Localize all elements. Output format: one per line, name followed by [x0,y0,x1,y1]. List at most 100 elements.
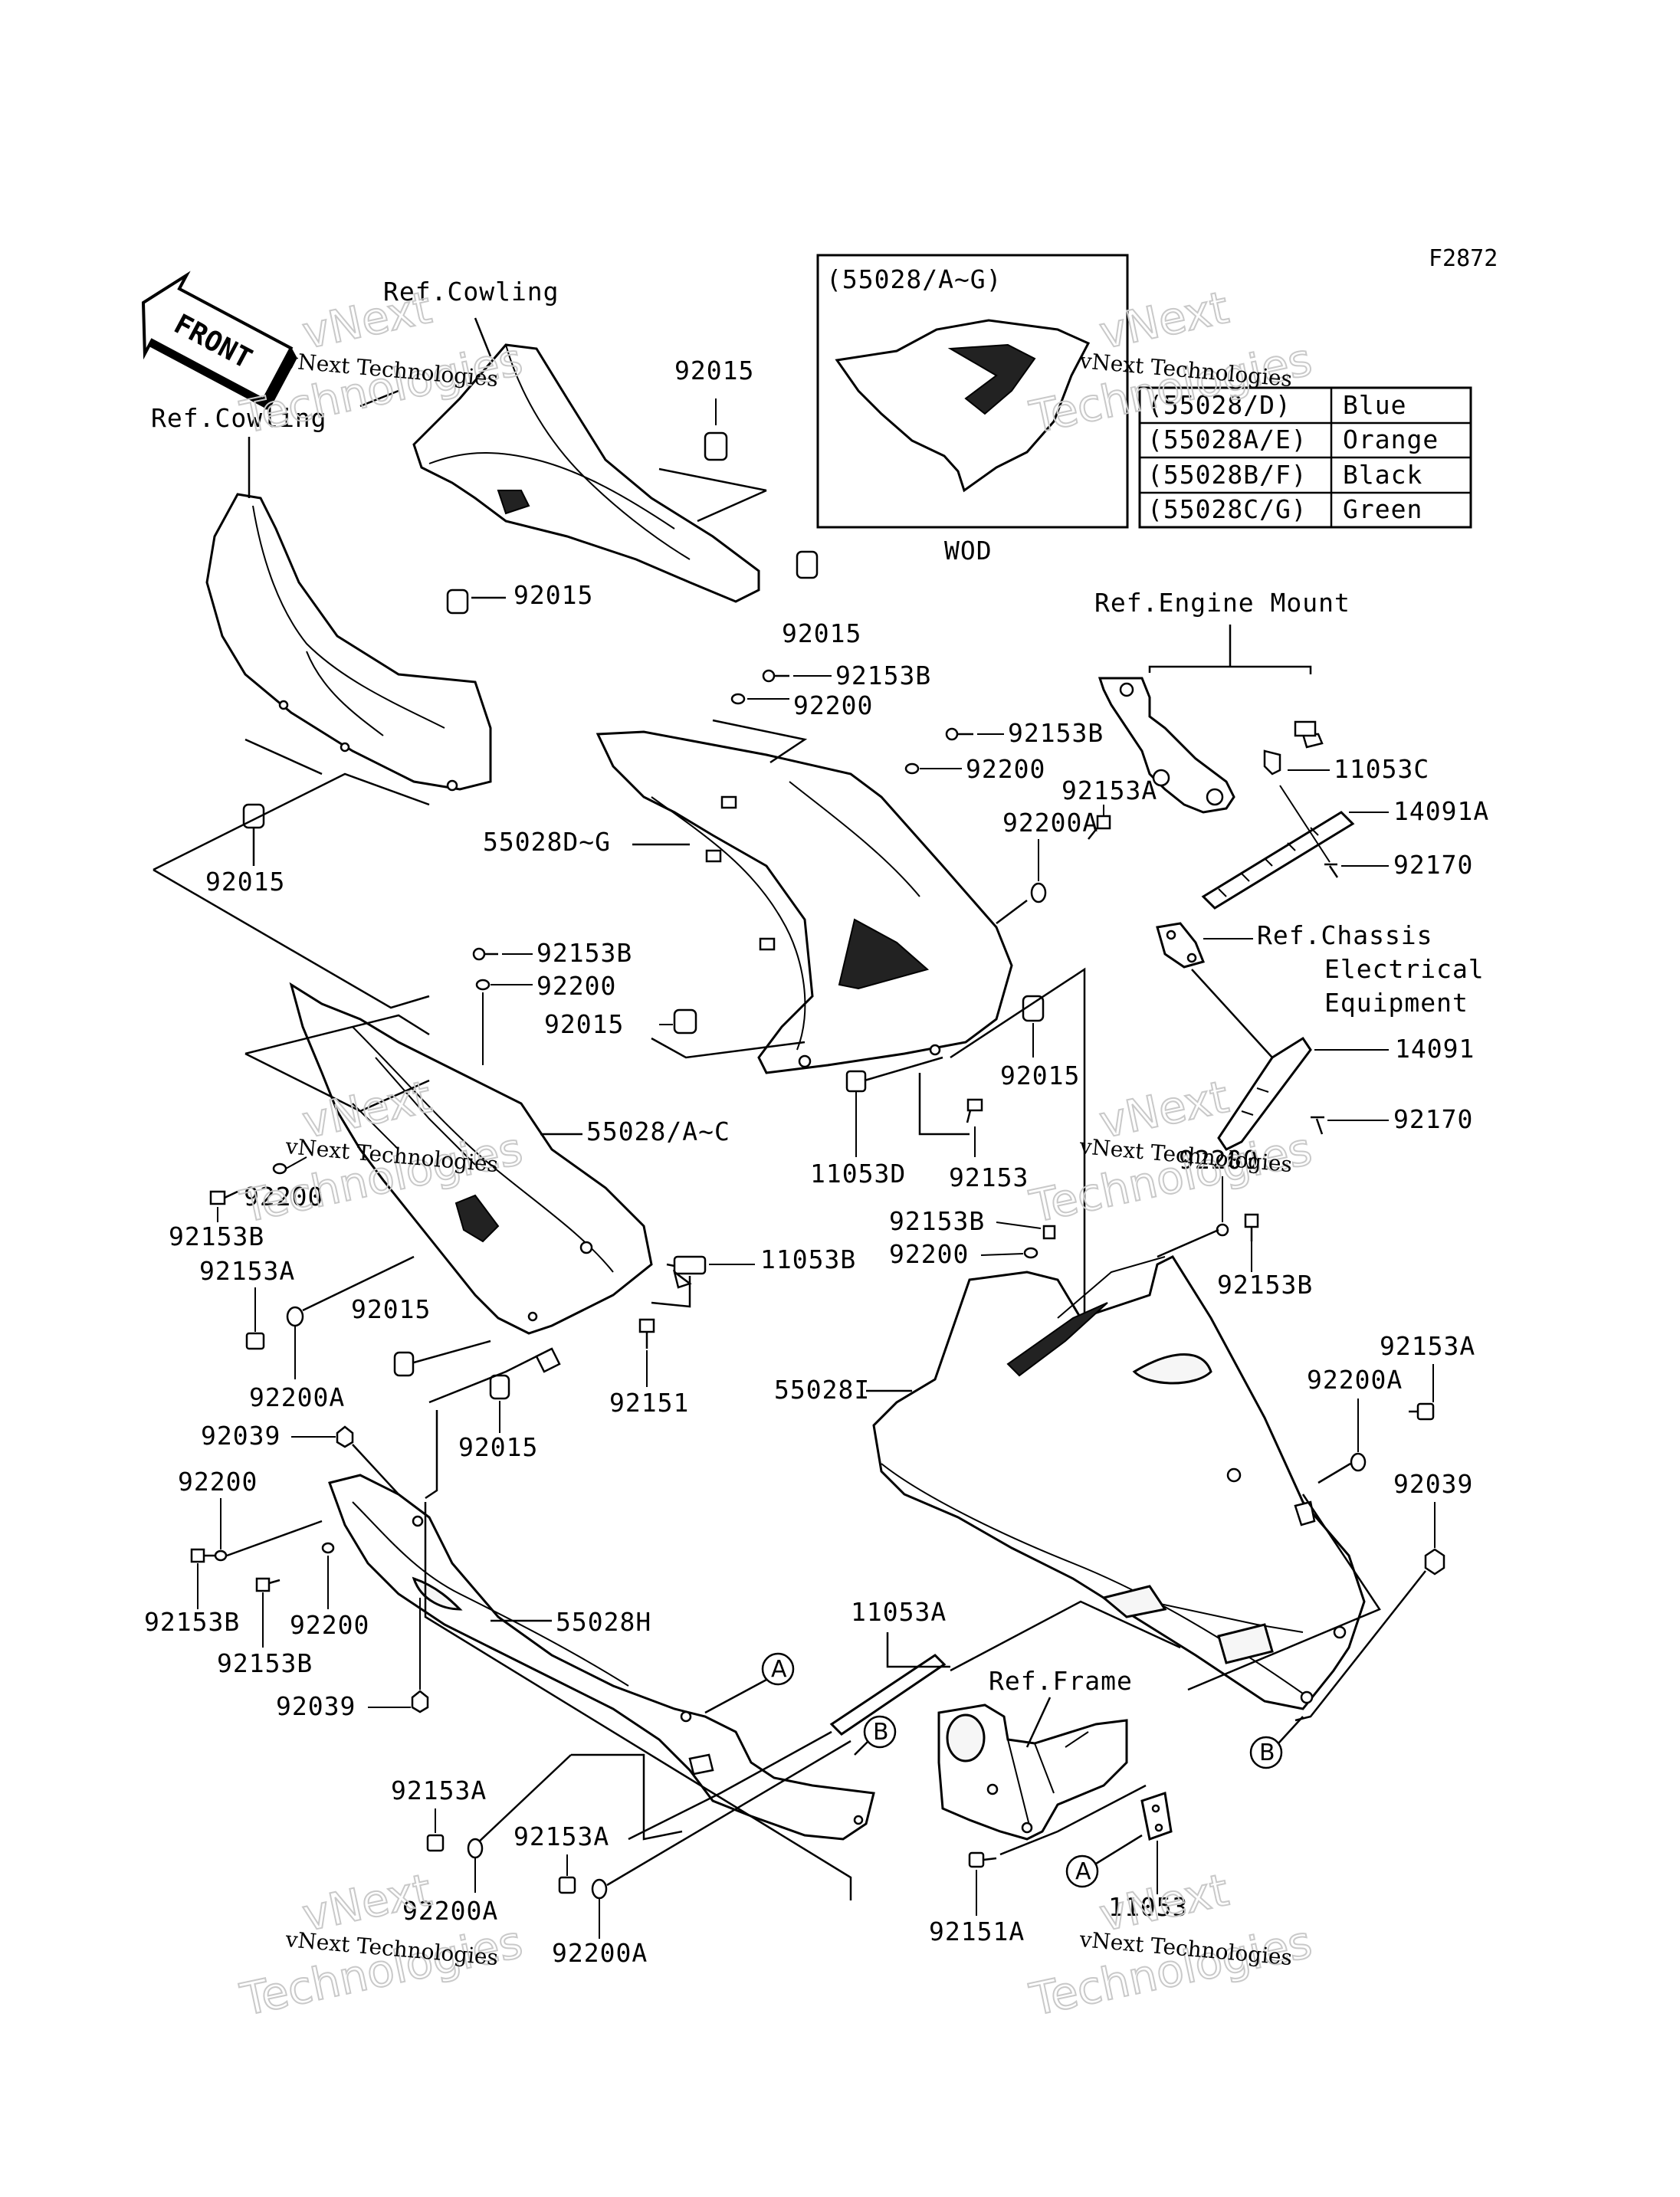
part-92153B: 92153B [536,938,632,968]
bolt-icon [190,1548,215,1563]
part-92151: 92151 [609,1388,689,1418]
part-92153B: 92153B [889,1206,985,1236]
color-table: (55028/D) Blue (55028A/E) Orange (55028B… [1138,386,1472,529]
bolt-icon [209,1190,238,1205]
screw-92170-icon [1311,1116,1324,1135]
ref-engine-mount: Ref.Engine Mount [1094,588,1350,618]
bolt-icon [472,947,498,961]
color-table-color: Orange [1343,425,1439,454]
wod-caption: WOD [944,536,993,566]
part-11053B: 11053B [760,1244,856,1274]
callout-A-icon: A [1065,1854,1099,1888]
grommet-92015-icon [393,1351,415,1377]
clip-11053B-icon [666,1255,707,1289]
clip-icon [1263,749,1281,776]
callout-B-icon: B [1249,1736,1283,1769]
part-92200A: 92200A [402,1896,498,1926]
watermark: vNext Technologies vNext Technologies vN… [235,280,1317,2027]
screw-icon [1409,1402,1435,1421]
screw-icon [638,1318,655,1349]
middle-fairing-55028AC [289,982,653,1335]
part-92200: 92200 [244,1182,323,1212]
color-table-part: (55028/D) [1147,390,1291,420]
washer-icon [467,1838,484,1859]
wod-title: (55028/A~G) [826,264,1002,294]
part-11053D: 11053D [810,1159,906,1189]
ref-cowling-left: Ref.Cowling [151,403,327,433]
ref-cowling-top: Ref.Cowling [383,277,559,307]
ref-frame: Ref.Frame [989,1666,1133,1696]
grommet-92015-icon [704,398,728,461]
part-92200: 92200 [966,754,1045,784]
part-92153B: 92153B [169,1221,264,1251]
inner-fairing-55028DG [596,730,1013,1074]
part-92015: 92015 [205,867,285,897]
part-55028I: 55028I [774,1375,870,1405]
part-92153A: 92153A [514,1822,609,1851]
part-92153B: 92153B [144,1607,240,1637]
svg-text:B: B [873,1719,889,1746]
color-table-color: Green [1343,494,1422,524]
washer-icon [1023,1247,1039,1259]
screw-icon [245,1332,265,1350]
color-table-part: (55028B/F) [1147,460,1308,490]
part-92200A: 92200A [249,1382,345,1412]
screw-icon [966,1098,983,1123]
screw-92170-icon [1324,863,1339,878]
part-92170: 92170 [1393,850,1473,880]
callout-B-icon: B [863,1715,897,1749]
clip-11053D-icon [845,1056,943,1093]
side-cowling-ref [205,493,492,792]
part-92039: 92039 [1393,1469,1473,1499]
part-92200: 92200 [793,690,873,720]
washer-icon [1030,882,1047,903]
ref-chassis-3: Equipment [1324,988,1468,1018]
clip-11053-icon [1140,1792,1173,1841]
screw-icon [558,1876,576,1894]
part-92153A: 92153A [199,1256,295,1286]
washer-icon [286,1306,304,1327]
part-92170: 92170 [1393,1104,1473,1134]
screw-icon [426,1834,445,1852]
part-92153A: 92153A [1061,776,1157,805]
screw-icon [968,1851,997,1868]
wod-inset: (55028/A~G) WOD [816,254,1129,566]
engine-mount-bracket [1098,677,1235,814]
washer-icon [1216,1223,1229,1237]
part-14091: 14091 [1395,1034,1475,1064]
washer-icon [475,979,491,991]
grommet-92015-icon [673,1008,697,1035]
rail-11053A [829,1654,947,1736]
part-92200A: 92200A [1002,808,1098,838]
part-92200: 92200 [536,971,616,1001]
part-11053C: 11053C [1334,754,1429,784]
chassis-bracket [1156,922,1206,969]
bolt-icon [762,669,789,683]
washer-icon [321,1542,335,1554]
svg-text:vNext: vNext [298,281,436,359]
color-table-color: Black [1343,460,1422,490]
washer-icon [904,762,920,775]
wod-fairing-vent [947,343,1036,415]
grommet-92015-icon [796,550,819,579]
part-92153B: 92153B [835,661,931,690]
figure-id: F2872 [1429,245,1498,272]
part-92039: 92039 [276,1691,356,1721]
ref-chassis-2: Electrical [1324,954,1485,984]
part-92015: 92015 [514,580,593,610]
svg-text:Technologies: Technologies [1025,1916,1317,2026]
part-92200A: 92200A [552,1938,648,1968]
part-55028DG: 55028D~G [483,827,611,857]
svg-text:A: A [771,1656,787,1683]
bolt-icon [255,1577,281,1592]
clip-11053C-icon [1294,720,1324,749]
part-92153B: 92153B [1217,1270,1313,1300]
bolt-icon [1042,1225,1056,1240]
part-92200: 92200 [1179,1145,1258,1175]
callout-A-icon: A [761,1652,795,1686]
part-92200: 92200 [290,1610,369,1640]
part-14091A: 14091A [1393,796,1489,826]
grommet-92015-icon [489,1374,510,1400]
grommet-92015-icon [1022,995,1045,1022]
